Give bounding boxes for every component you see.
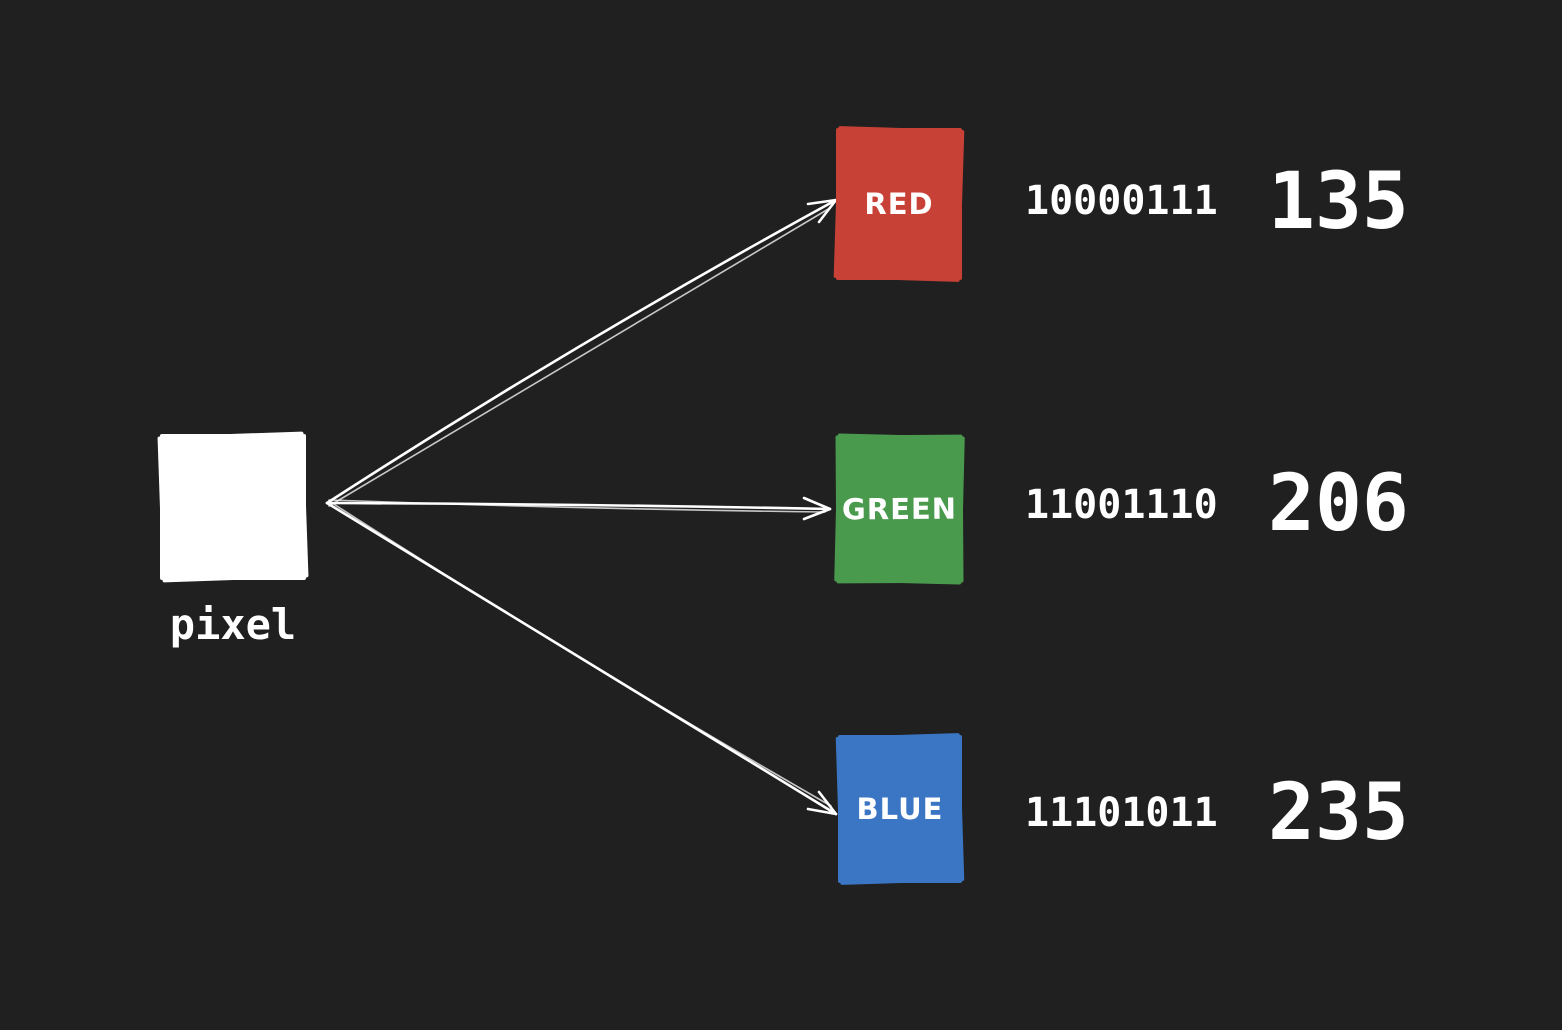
pixel-square bbox=[160, 434, 306, 580]
blue-channel-label: BLUE bbox=[856, 792, 944, 826]
green-channel-label: GREEN bbox=[841, 491, 958, 527]
blue-binary-value: 11101011 bbox=[1025, 790, 1218, 836]
green-binary-value: 11001110 bbox=[1025, 482, 1218, 528]
red-binary-value: 10000111 bbox=[1025, 178, 1218, 224]
green-decimal-value: 206 bbox=[1268, 459, 1409, 549]
green-channel-square: GREEN bbox=[835, 434, 964, 584]
pixel-label: pixel bbox=[169, 600, 297, 649]
blue-channel-square: BLUE bbox=[838, 735, 962, 883]
green-channel-arrow bbox=[325, 496, 832, 521]
red-channel-arrow bbox=[325, 198, 838, 507]
blue-decimal-value: 235 bbox=[1268, 768, 1409, 858]
red-decimal-value: 135 bbox=[1268, 157, 1409, 247]
red-channel-label: RED bbox=[864, 187, 934, 221]
red-channel-square: RED bbox=[836, 128, 962, 280]
blue-channel-arrow bbox=[325, 500, 838, 816]
